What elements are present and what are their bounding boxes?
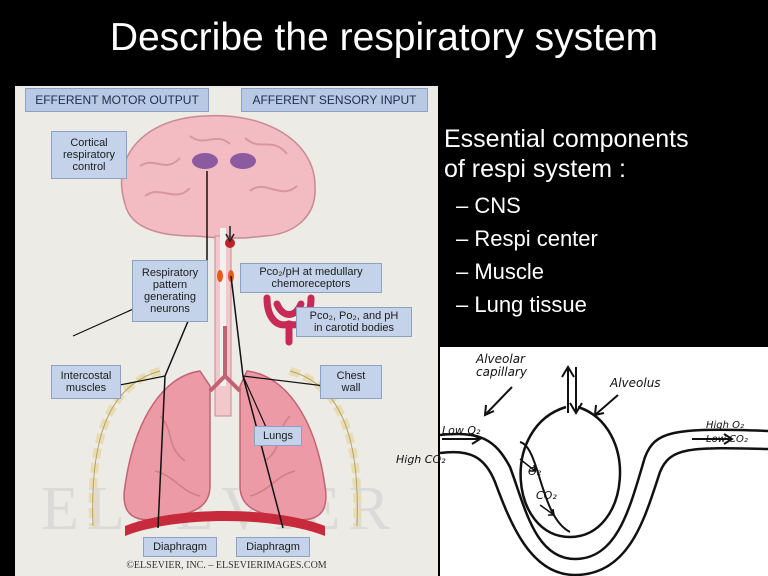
afferent-sensory-input-header: AFFERENT SENSORY INPUT bbox=[241, 88, 428, 112]
carotid-bodies-label: Pco₂, Po₂, and pH in carotid bodies bbox=[296, 307, 412, 337]
components-list: – CNS – Respi center – Muscle – Lung tis… bbox=[444, 189, 762, 321]
list-item: – CNS bbox=[456, 193, 521, 218]
brain-folds bbox=[139, 135, 298, 197]
cortical-area-left bbox=[192, 153, 218, 169]
low-o2-label: Low O₂ bbox=[442, 424, 481, 437]
alveolus-label: Alveolus bbox=[610, 376, 661, 390]
medullary-neuron bbox=[225, 238, 235, 248]
alveolar-capillary-label: Alveolar capillary bbox=[476, 352, 527, 379]
low-co2-label: Low CO₂ bbox=[706, 434, 748, 445]
chest-wall-label: Chest wall bbox=[320, 365, 382, 399]
diaphragm-muscle bbox=[125, 511, 325, 536]
list-item: – Muscle bbox=[456, 259, 545, 284]
capillary-inner bbox=[440, 450, 576, 576]
copyright-notice: ©ELSEVIER, INC. – ELSEVIERIMAGES.COM bbox=[126, 560, 327, 571]
alveolus-drawing bbox=[440, 365, 768, 576]
diaphragm-left-label: Diaphragm bbox=[143, 537, 217, 557]
list-item: – Lung tissue bbox=[456, 292, 587, 317]
left-lung bbox=[123, 370, 211, 521]
slide-title: Describe the respiratory system bbox=[109, 16, 659, 59]
brain-cerebrum bbox=[120, 114, 316, 239]
elsevier-watermark: ELSEVIER bbox=[41, 475, 398, 543]
respiratory-control-diagram: ELSEVIER EFFEREN bbox=[15, 86, 438, 576]
essential-components-panel: Essential components of respi system : –… bbox=[444, 124, 762, 321]
cortical-respiratory-control-label: Cortical respiratory control bbox=[51, 131, 127, 179]
co2-label: CO₂ bbox=[536, 489, 557, 502]
capillary-outer bbox=[440, 428, 768, 561]
components-heading: Essential components of respi system : bbox=[444, 125, 689, 183]
high-co2-label: High CO₂ bbox=[396, 453, 446, 466]
intercostal-muscles-label: Intercostal muscles bbox=[51, 365, 121, 399]
trachea bbox=[208, 326, 242, 393]
lungs-label: Lungs bbox=[254, 426, 302, 446]
medullary-chemoreceptors-label: Pco₂/pH at medullary chemoreceptors bbox=[240, 263, 382, 293]
alveolar-gas-exchange-sketch: Alveolar capillary Alveolus Low O₂ High … bbox=[396, 347, 768, 576]
high-o2-label: High O₂ bbox=[706, 420, 745, 431]
efferent-motor-output-header: EFFERENT MOTOR OUTPUT bbox=[25, 88, 209, 112]
o2-label: O₂ bbox=[528, 465, 542, 478]
diaphragm-right-label: Diaphragm bbox=[236, 537, 310, 557]
respiratory-pattern-neurons-label: Respiratory pattern generating neurons bbox=[132, 260, 208, 322]
cortical-area-right bbox=[230, 153, 256, 169]
list-item: – Respi center bbox=[456, 226, 598, 251]
efferent-path bbox=[157, 171, 208, 529]
